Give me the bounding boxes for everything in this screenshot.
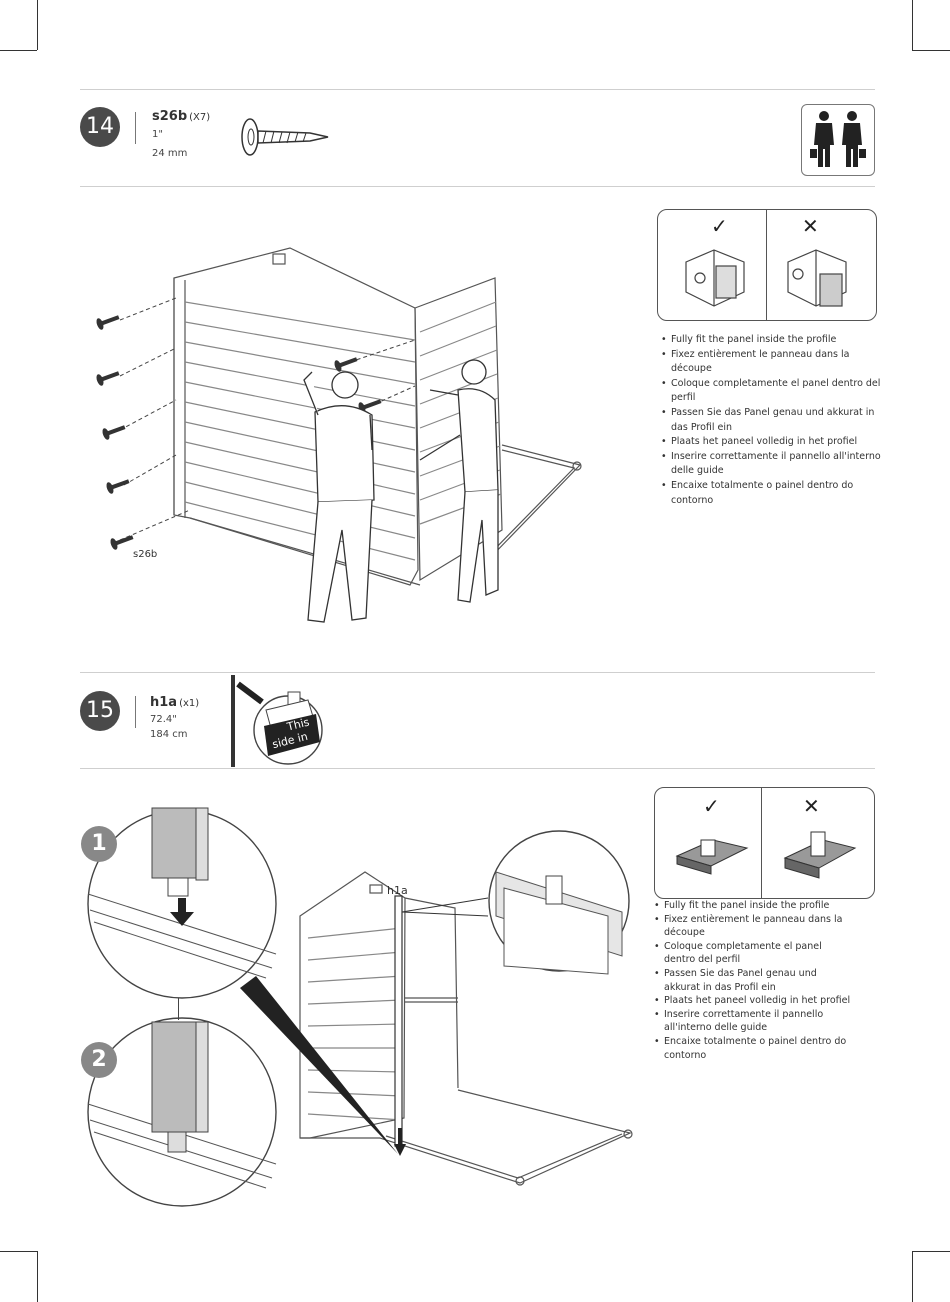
- profile-incorrect-diagram: [787, 249, 847, 307]
- correct-check-icon: ✓: [703, 794, 720, 818]
- step-number-badge: 14: [80, 107, 120, 147]
- part-size-mm: 24 mm: [152, 148, 188, 159]
- instruction-item: Inserire correttamente il pannello all'i…: [654, 1008, 854, 1035]
- instruction-item: Encaixe totalmente o painel dentro do co…: [654, 1035, 854, 1062]
- two-person-icon: [810, 111, 866, 167]
- instruction-item: Passen Sie das Panel genau und akkurat i…: [654, 967, 854, 994]
- diagram-part-label: h1a: [387, 884, 408, 897]
- instruction-list: Fully fit the panel inside the profile F…: [654, 899, 854, 1062]
- instruction-item: Fully fit the panel inside the profile: [654, 899, 854, 913]
- fit-comparison-box: ✓ ✕: [654, 787, 875, 899]
- header-separator: [135, 112, 136, 144]
- instruction-item: Inserire correttamente il pannello all'i…: [661, 450, 881, 479]
- crop-mark: [0, 1251, 37, 1252]
- diagram-part-label: s26b: [133, 549, 158, 560]
- instruction-item: Coloque completamente el panel dentro de…: [661, 377, 881, 406]
- crop-mark: [37, 1251, 38, 1302]
- profile-correct-diagram: [685, 249, 745, 307]
- section-rule: [80, 89, 875, 90]
- profile-correct-diagram: [675, 839, 749, 875]
- part-code-label: s26b: [152, 109, 188, 124]
- crop-mark: [37, 0, 38, 50]
- part-size-inch: 72.4": [150, 714, 177, 725]
- incorrect-cross-icon: ✕: [802, 214, 819, 238]
- instruction-item: Coloque completamente el panel dentro de…: [654, 940, 854, 967]
- detail-circle-top: [488, 830, 630, 975]
- part-code-label: h1a: [150, 695, 178, 710]
- part-quantity: (X7): [189, 112, 211, 123]
- comparison-divider: [761, 788, 762, 898]
- crop-mark: [912, 50, 950, 51]
- instruction-item: Plaats het paneel volledig in het profie…: [654, 994, 854, 1008]
- section-rule: [80, 186, 875, 187]
- instruction-item: Fixez entièrement le panneau dans la déc…: [661, 348, 881, 377]
- crop-mark: [912, 0, 913, 50]
- instruction-item: Passen Sie das Panel genau und akkurat i…: [661, 406, 881, 435]
- part-quantity: (x1): [179, 698, 200, 709]
- instruction-item: Encaixe totalmente o painel dentro do co…: [661, 479, 881, 508]
- part-size-inch: 1": [152, 129, 163, 140]
- profile-incorrect-diagram: [783, 831, 857, 879]
- instruction-item: Plaats het paneel volledig in het profie…: [661, 435, 881, 450]
- two-person-icon-frame: [801, 104, 875, 176]
- comparison-divider: [766, 210, 767, 320]
- detail-number-2: 2: [81, 1042, 117, 1078]
- shed-corner-profile-diagram: [240, 871, 633, 1186]
- instruction-item: Fully fit the panel inside the profile: [661, 333, 881, 348]
- fit-comparison-box: ✓ ✕: [657, 209, 877, 321]
- instruction-list: Fully fit the panel inside the profile F…: [661, 333, 881, 508]
- section-rule: [80, 768, 875, 769]
- step-number-badge: 15: [80, 691, 120, 731]
- detail-circle-1: [87, 807, 277, 999]
- shed-wall-diagram: [96, 247, 582, 623]
- profile-callout-diagram: [236, 681, 323, 765]
- part-code: s26b(X7): [152, 109, 210, 124]
- crop-mark: [912, 1251, 913, 1302]
- part-code: h1a(x1): [150, 695, 199, 710]
- part-size-cm: 184 cm: [150, 729, 188, 740]
- detail-connector: [178, 998, 179, 1020]
- header-separator: [135, 696, 136, 728]
- incorrect-cross-icon: ✕: [803, 794, 820, 818]
- detail-circle-2: [87, 1017, 277, 1207]
- instruction-item: Fixez entièrement le panneau dans la déc…: [654, 913, 854, 940]
- correct-check-icon: ✓: [711, 214, 728, 238]
- detail-number-1: 1: [81, 826, 117, 862]
- profile-bar: [231, 675, 235, 767]
- screw-icon: [241, 118, 329, 156]
- section-rule: [80, 672, 875, 673]
- crop-mark: [0, 50, 37, 51]
- crop-mark: [912, 1251, 950, 1252]
